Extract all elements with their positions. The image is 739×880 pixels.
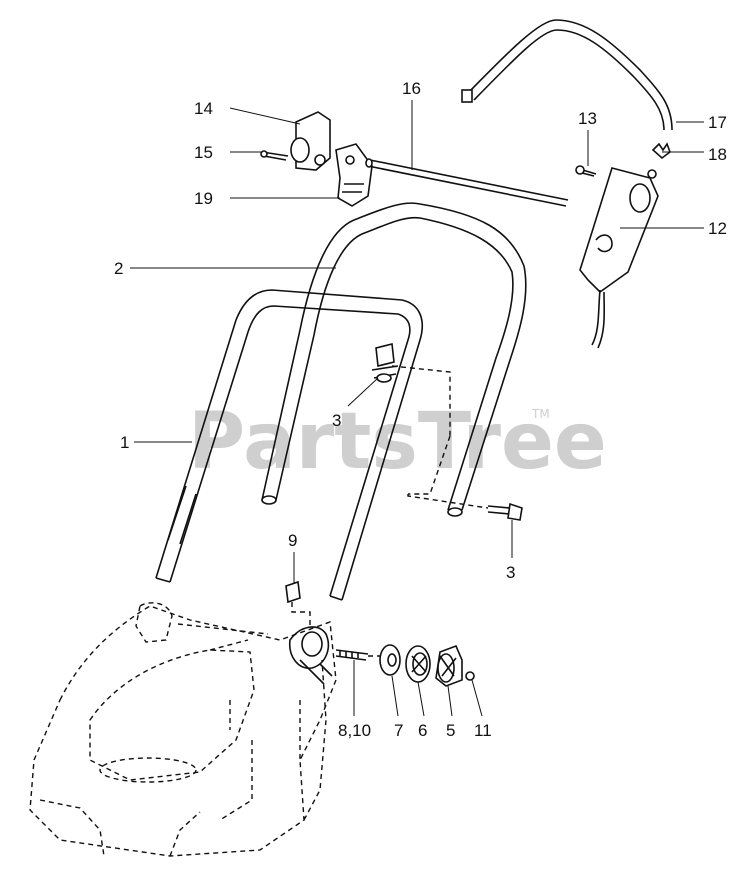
callout-2: 2 — [114, 259, 123, 278]
callout-5: 5 — [446, 721, 455, 740]
callout-3-lower: 3 — [506, 563, 515, 582]
part-7-washer[interactable] — [379, 644, 401, 676]
part-1-lower-handle[interactable] — [155, 289, 424, 601]
callout-14: 14 — [194, 99, 213, 118]
callout-3-upper: 3 — [332, 411, 341, 430]
part-6-wheel-hub[interactable] — [405, 645, 431, 683]
part-11-nut[interactable] — [465, 671, 475, 681]
callout-11: 11 — [474, 721, 492, 740]
part-3-bolt-lower[interactable] — [487, 502, 523, 521]
watermark-trademark: TM — [531, 407, 550, 421]
callout-12: 12 — [708, 219, 727, 238]
callout-6: 6 — [418, 721, 427, 740]
callout-13: 13 — [578, 109, 597, 128]
part-19-clamp[interactable] — [335, 143, 373, 207]
callout-labels: 14 15 19 16 13 17 18 12 2 3 1 3 9 8,10 7… — [114, 79, 727, 740]
part-5-wheel-cap[interactable] — [435, 644, 463, 687]
mower-deck[interactable] — [29, 602, 337, 857]
callout-19: 19 — [194, 189, 213, 208]
leader-lines — [130, 100, 704, 717]
assembly-dashed-lines-handle — [391, 365, 489, 509]
callout-7: 7 — [394, 721, 403, 740]
callout-17: 17 — [708, 113, 727, 132]
watermark-text: PartsTree — [188, 397, 607, 487]
part-16-rod[interactable] — [365, 158, 569, 207]
callout-15: 15 — [194, 143, 213, 162]
callout-16: 16 — [402, 79, 421, 98]
callout-18: 18 — [708, 145, 727, 164]
part-18-clip[interactable] — [651, 142, 671, 160]
part-3-knob-upper[interactable] — [371, 343, 399, 383]
callout-9: 9 — [288, 531, 297, 550]
part-9-nut[interactable] — [285, 580, 311, 626]
callout-8-10: 8,10 — [338, 721, 371, 740]
part-14-bracket[interactable] — [290, 111, 331, 171]
part-12-switch-box[interactable] — [579, 167, 659, 349]
part-15-screw[interactable] — [260, 150, 289, 161]
part-2-upper-handle[interactable] — [261, 202, 527, 517]
part-17-bail-bar[interactable] — [461, 19, 673, 131]
part-13-screw[interactable] — [575, 165, 597, 177]
part-8-10-axle-bolt[interactable] — [335, 649, 380, 661]
callout-1: 1 — [120, 433, 129, 452]
